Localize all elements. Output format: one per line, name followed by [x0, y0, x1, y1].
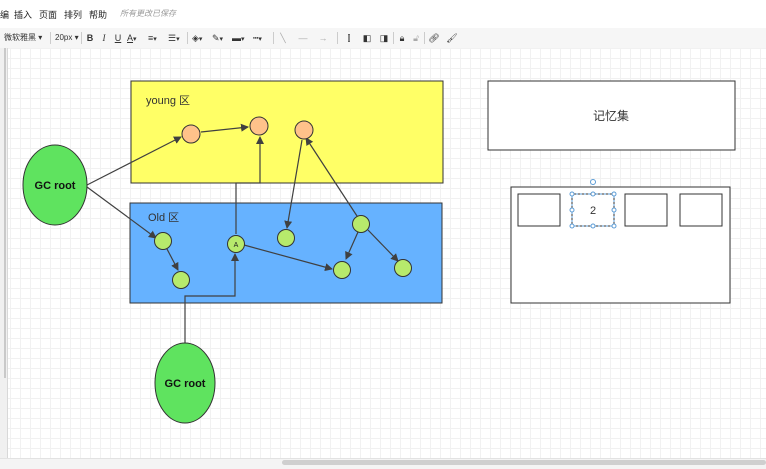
- edge-a-to-young[interactable]: [235, 136, 264, 234]
- edge-old-old[interactable]: [345, 231, 359, 260]
- toolbar-divider: [50, 32, 51, 44]
- pen-icon: ✎: [212, 33, 220, 43]
- line-width-button[interactable]: ▬▾: [232, 31, 250, 45]
- line-style-button[interactable]: ┅▾: [253, 31, 271, 45]
- card-cell-selected[interactable]: [571, 193, 615, 227]
- underline-button[interactable]: U: [114, 33, 122, 43]
- card-cell[interactable]: [624, 193, 668, 227]
- gc-root-node[interactable]: [154, 342, 216, 424]
- card-cell-value: 2: [590, 205, 596, 217]
- young-object-node[interactable]: [249, 116, 269, 136]
- unlock-icon[interactable]: 🔓︎: [413, 33, 419, 43]
- toolbar-divider: [424, 32, 425, 44]
- remembered-set-label: 记忆集: [593, 108, 629, 123]
- chevron-down-icon: ▾: [198, 36, 203, 43]
- menu-help[interactable]: 帮助: [89, 10, 108, 20]
- chevron-down-icon: ▾: [258, 36, 262, 43]
- old-object-node-a[interactable]: [227, 235, 245, 253]
- node-a-label: A: [234, 242, 239, 249]
- chevron-down-icon: ▾: [133, 36, 137, 43]
- align-button[interactable]: ≡▾: [148, 31, 164, 45]
- old-object-node[interactable]: [352, 215, 370, 233]
- selection-handles[interactable]: [569, 179, 617, 229]
- gc-root-label: GC root: [35, 180, 76, 192]
- menu-arrange[interactable]: 排列: [64, 10, 83, 20]
- old-object-node[interactable]: [172, 271, 190, 289]
- scrollbar-thumb[interactable]: [282, 460, 766, 465]
- align-objects-icon[interactable]: ⫿: [347, 33, 351, 43]
- edge-a-to-old[interactable]: [243, 244, 333, 272]
- vertical-ruler: [0, 48, 8, 468]
- edge-gcroot-to-young[interactable]: [86, 136, 182, 186]
- gc-root-node[interactable]: [22, 144, 88, 226]
- connections: [86, 123, 399, 343]
- list-button[interactable]: ☰▾: [168, 31, 184, 45]
- old-object-node[interactable]: [333, 261, 351, 279]
- lock-icon[interactable]: 🔒︎: [399, 33, 405, 43]
- gc-root-label: GC root: [165, 378, 206, 390]
- toolbar-divider: [393, 32, 394, 44]
- menu-insert[interactable]: 插入: [14, 10, 33, 20]
- font-color-glyph: A: [127, 33, 134, 43]
- font-size-select[interactable]: 20px ▾: [55, 31, 79, 45]
- toolbar-divider: [81, 32, 82, 44]
- card-cell[interactable]: [517, 193, 561, 227]
- toolbar-divider: [273, 32, 274, 44]
- arrow-end-icon[interactable]: →: [318, 33, 328, 43]
- edge-old-to-young[interactable]: [305, 137, 358, 217]
- edge-gcroot2-to-a[interactable]: [184, 253, 239, 343]
- save-status: 所有更改已保存: [120, 9, 176, 18]
- font-family-select[interactable]: 微软雅黑 ▾: [4, 31, 46, 45]
- edge-young-young[interactable]: [200, 123, 249, 133]
- chevron-down-icon: ▾: [219, 36, 224, 43]
- edge-old-old[interactable]: [166, 248, 179, 271]
- edge-old-old[interactable]: [367, 229, 399, 262]
- format-painter-icon[interactable]: 🖌︎: [446, 33, 458, 43]
- font-family-value: 微软雅黑: [4, 33, 36, 42]
- edge-gcroot-to-old[interactable]: [86, 186, 157, 239]
- format-toolbar: 微软雅黑 ▾ 20px ▾ B I U A▾ ≡▾ ☰▾ ◈▾ ✎▾ ▬▾ ┅▾…: [0, 28, 766, 49]
- chevron-down-icon: ▾: [38, 33, 43, 42]
- chevron-down-icon: ▾: [153, 36, 157, 43]
- toolbar-divider: [337, 32, 338, 44]
- link-icon[interactable]: 🔗︎: [428, 33, 440, 43]
- font-color-button[interactable]: A▾: [127, 31, 143, 45]
- young-object-node[interactable]: [294, 120, 314, 140]
- card-cell[interactable]: [679, 193, 723, 227]
- menu-page[interactable]: 页面: [39, 10, 58, 20]
- young-object-node[interactable]: [181, 124, 201, 144]
- line-end-icon[interactable]: —: [298, 33, 308, 43]
- old-region-label: Old 区: [148, 212, 179, 224]
- line-color-button[interactable]: ✎▾: [212, 31, 228, 45]
- remembered-set-box[interactable]: [487, 80, 736, 151]
- italic-button[interactable]: I: [102, 33, 106, 43]
- old-object-node[interactable]: [394, 259, 412, 277]
- connector-straight-icon[interactable]: ╲: [280, 33, 286, 43]
- line-weight-icon: ▬: [232, 33, 241, 43]
- chevron-down-icon: ▾: [176, 36, 180, 43]
- edge-young-to-old[interactable]: [284, 139, 303, 229]
- young-region-label: young 区: [146, 95, 190, 107]
- menu-edit[interactable]: 编: [0, 10, 10, 20]
- chevron-down-icon: ▾: [74, 33, 79, 42]
- old-object-node[interactable]: [277, 229, 295, 247]
- old-object-node[interactable]: [154, 232, 172, 250]
- font-size-value: 20px: [55, 33, 73, 42]
- fill-color-button[interactable]: ◈▾: [192, 31, 208, 45]
- ruler-marker: [4, 48, 6, 378]
- send-back-icon[interactable]: ◨: [379, 33, 389, 43]
- list-icon: ☰: [168, 33, 177, 43]
- align-left-icon: ≡: [148, 33, 154, 43]
- chevron-down-icon: ▾: [241, 36, 245, 43]
- dashed-line-icon: ┅: [253, 33, 259, 43]
- bold-button[interactable]: B: [86, 33, 94, 43]
- bring-front-icon[interactable]: ◧: [362, 33, 372, 43]
- toolbar-divider: [187, 32, 188, 44]
- paint-bucket-icon: ◈: [192, 33, 199, 43]
